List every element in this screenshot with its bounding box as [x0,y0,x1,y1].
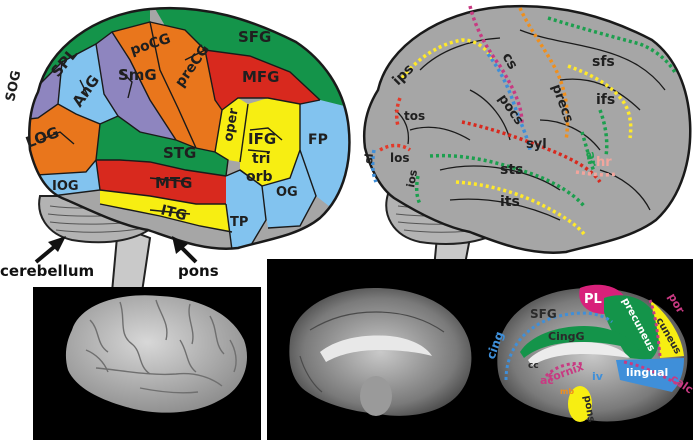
region-log [29,104,100,176]
sulcus-syl [461,120,602,184]
label-cingg: CingG [548,330,585,343]
label-sog: SOG [3,69,24,103]
label-ar: ar [582,150,600,168]
region-precg [150,22,222,152]
mri-panel: PL SFG precuneus cing CingG cc fornix ac… [267,259,693,440]
sulcus-ips [400,38,496,80]
label-mtg: MTG [155,174,192,192]
label-og: OG [276,185,298,200]
label-mb: mb [560,387,574,396]
label-cs: cs [499,50,521,72]
label-sts: sts [500,162,523,178]
sulcus-ios [414,175,422,205]
label-ios: ios [404,168,420,188]
medial-cuneus [650,300,684,358]
cerebellum-arrow [34,236,66,264]
label-pons: pons [178,262,219,280]
medial-calc-sulcus [623,360,685,390]
label-cc: cc [528,361,539,371]
medial-cingg [520,326,640,358]
medial-fornix [544,362,585,378]
label-medial-pons: pons [581,395,597,424]
label-cerebellum: cerebellum [0,262,94,280]
label-fp: FP [308,132,328,148]
medial-cc [528,342,630,366]
region-oper [215,98,248,162]
sulcal-brain-outline [363,4,692,254]
sulcal-brain-atlas: ips cs sfs ifs pocs precs syl tos los sl… [362,4,692,291]
sulcus-sfs [547,16,678,75]
label-iog: IOG [52,179,79,194]
label-sfs: sfs [592,54,615,70]
lateral-brain-atlas: SPL poCG preCG SFG MFG SmG AnG SOG LOG I… [0,6,351,293]
label-pl: PL [584,292,602,307]
sulcus-precs [518,7,570,141]
sulcus-hr [575,170,617,177]
label-orb: orb [246,169,273,185]
region-mfg [185,50,320,110]
sulcus-its [455,180,586,236]
medial-pons [568,386,592,422]
label-medial-sfg: SFG [530,307,557,321]
label-its: its [500,194,520,210]
medial-precuneus [604,295,660,360]
sulcus-tos [394,97,402,127]
region-smg [96,32,176,140]
sulcus-cs-extra [598,109,609,157]
label-ifs: ifs [596,92,615,108]
region-og [262,150,316,228]
render-panel [33,287,261,440]
label-los: los [390,151,410,165]
label-sfg: SFG [238,28,271,46]
region-stg [96,116,228,176]
label-mfg: MFG [242,68,280,86]
label-itg: ITG [159,202,188,224]
label-hr: hr [596,155,612,170]
label-tp: TP [230,215,248,230]
sulcus-cs [468,5,524,125]
sulcus-sts [429,153,586,208]
label-ac: ac [540,374,554,387]
label-sl: sl [362,153,376,164]
label-tos: tos [404,109,425,123]
label-iv: iv [592,370,604,383]
medial-lingual [616,358,684,392]
label-oper: oper [221,107,242,143]
region-tp [226,170,266,249]
sulcus-sl [370,149,378,183]
label-smg: SmG [118,66,157,84]
sulcus-pocs [486,52,532,151]
sulcus-los [379,143,412,152]
label-syl: syl [526,137,547,152]
region-pocg [112,22,196,148]
region-ang [58,44,118,124]
region-ifg [240,98,300,186]
label-tri: tri [252,151,270,167]
label-stg: STG [163,144,196,162]
label-ifg: IFG [248,130,276,148]
sulcus-ifs [567,64,633,139]
sulcus-ar [580,131,596,173]
pons-arrow [172,236,198,264]
mri-sagittal-left [289,288,472,416]
lateral-brain-outline [28,6,351,250]
label-lingual: lingual [626,366,668,379]
